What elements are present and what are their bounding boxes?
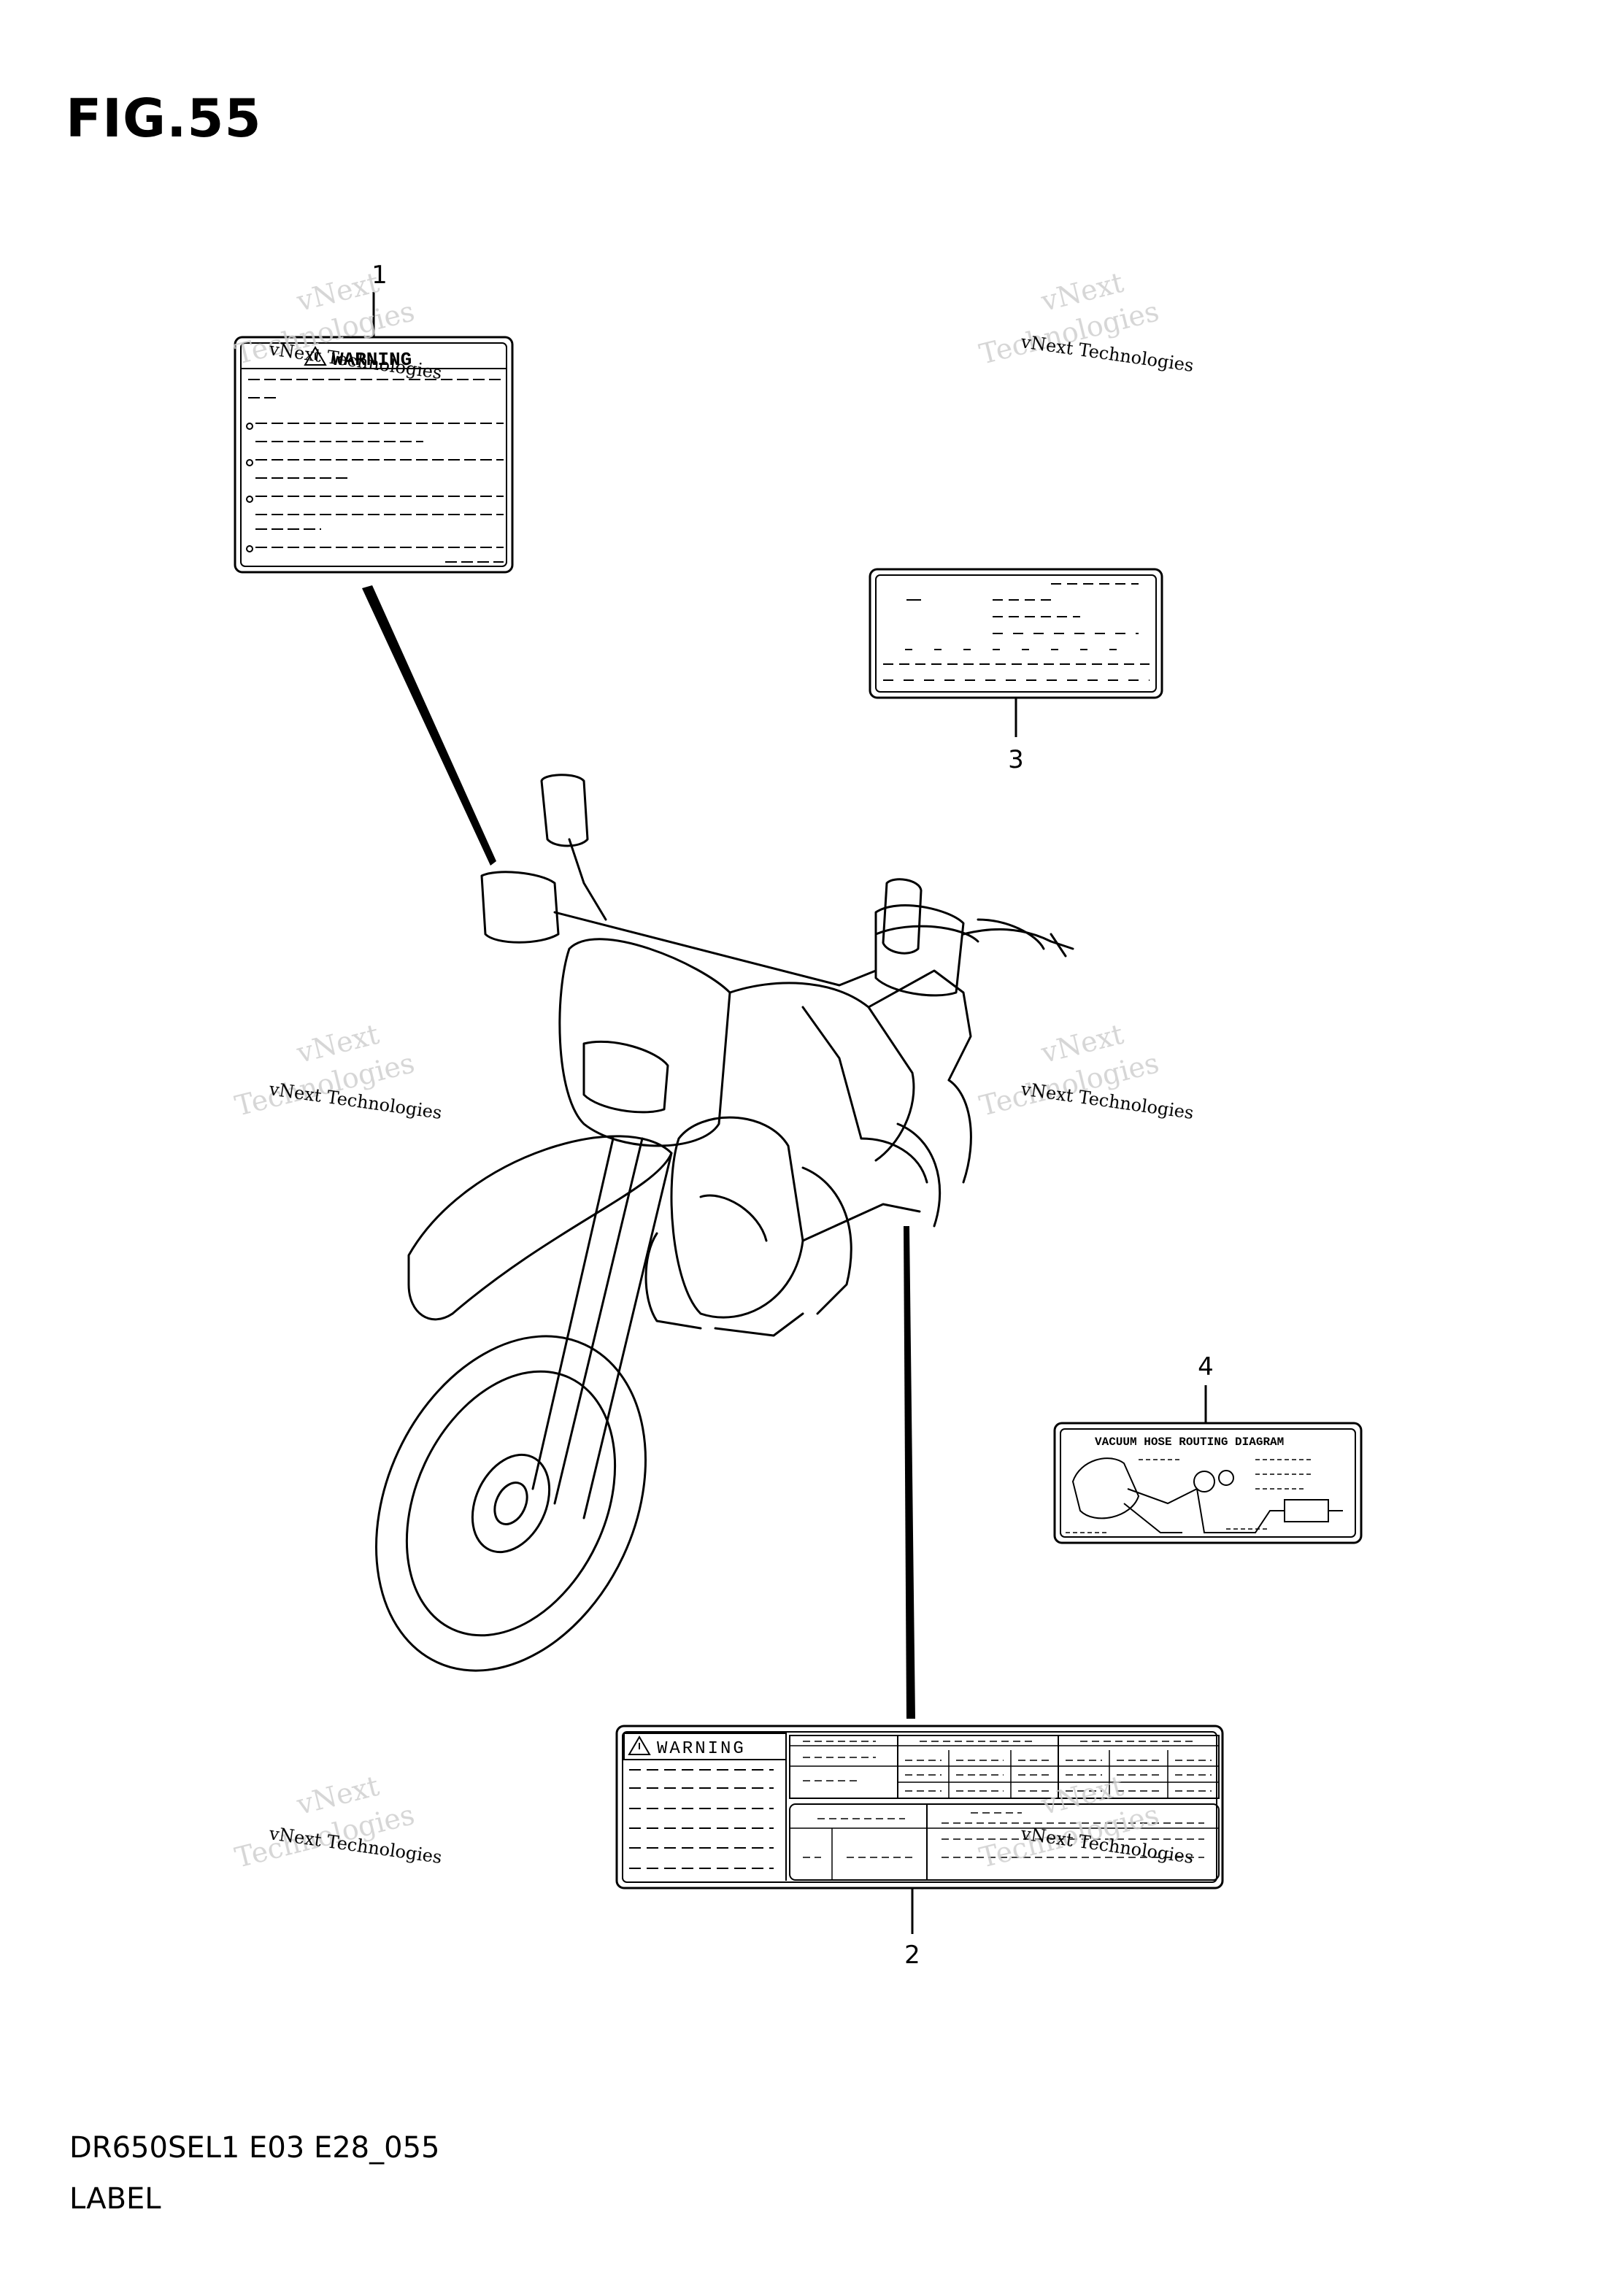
- motorcycle-illustration: [375, 774, 1074, 1672]
- watermark-small-group: vNext Technologies vNext Technologies vN…: [267, 331, 1195, 1868]
- watermark-group: vNext Technologies vNext Technologies vN…: [232, 266, 1163, 1874]
- figure-title: FIG.55: [66, 88, 262, 149]
- diagram-code: DR650SEL1 E03 E28_055: [69, 2131, 440, 2165]
- watermark-small-1: vNext Technologies: [267, 339, 443, 383]
- label-1-number: 1: [371, 261, 388, 290]
- warning-triangle-icon: [628, 1736, 651, 1755]
- label-3-number: 3: [1008, 745, 1024, 774]
- label-4-heading: VACUUM HOSE ROUTING DIAGRAM: [1095, 1436, 1284, 1449]
- label-4-number: 4: [1198, 1352, 1214, 1382]
- label-1-heading: WARNING: [332, 349, 412, 371]
- label-3: 3: [869, 568, 1163, 774]
- label-4: 4 VACUUM HOSE ROUTING DIAGRAM: [1053, 1352, 1363, 1544]
- hose-routing-sketch: [1071, 1457, 1343, 1533]
- label-2-number: 2: [904, 1941, 920, 1970]
- warning-triangle-icon: [304, 346, 327, 366]
- diagram-name: LABEL: [69, 2182, 161, 2216]
- label-2-leader: [904, 1226, 915, 1719]
- label-2-heading: WARNING: [657, 1739, 746, 1759]
- label-1-leader: [362, 585, 496, 866]
- label-2: WARNING: [615, 1725, 1224, 1970]
- label-1: WARNING 1: [234, 261, 514, 574]
